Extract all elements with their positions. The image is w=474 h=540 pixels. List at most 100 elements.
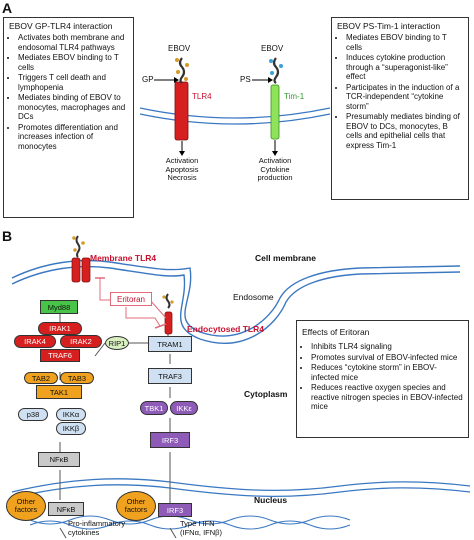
ebov-spike bbox=[270, 71, 274, 75]
cytoplasm-label: Cytoplasm bbox=[244, 389, 288, 399]
output-type-i-ifn: Type I IFN (IFNα, IFNβ) bbox=[180, 519, 222, 537]
ps-pointer-arrowhead bbox=[268, 77, 273, 83]
node-tab3: TAB3 bbox=[60, 372, 94, 384]
ebov-virus-endosome bbox=[165, 293, 171, 309]
node-other-factors-2: Other factors bbox=[116, 491, 156, 521]
arrow-nfkb-output bbox=[59, 527, 67, 539]
ps-tim1-item: Participates in the induction of a TCR-i… bbox=[346, 83, 464, 112]
tim1-label: Tim-1 bbox=[284, 92, 305, 101]
gp-tlr4-item: Promotes differentiation and increases i… bbox=[18, 123, 129, 152]
panel-a-letter: A bbox=[2, 0, 13, 16]
gp-tlr4-title: EBOV GP-TLR4 interaction bbox=[9, 21, 113, 31]
gp-tlr4-item: Mediates binding of EBOV to monocytes, m… bbox=[18, 93, 129, 122]
gp-tlr4-box: EBOV GP-TLR4 interaction Activates both … bbox=[3, 17, 134, 218]
ebov-virus-shape-1 bbox=[178, 57, 186, 84]
node-tak1: TAK1 bbox=[36, 385, 82, 399]
ebov-spike bbox=[81, 241, 85, 245]
node-rip1: RIP1 bbox=[105, 336, 129, 350]
node-irf3-nuclear: IRF3 bbox=[158, 503, 192, 517]
ps-tim1-item: Presumably mediates binding of EBOV to D… bbox=[346, 112, 464, 150]
node-irak2: IRAK2 bbox=[60, 335, 102, 348]
nuclear-membrane-inner bbox=[11, 484, 471, 499]
eritoran-inhibit-bar bbox=[154, 323, 167, 329]
ps-tim1-box: EBOV PS-Tim-1 interaction Mediates EBOV … bbox=[331, 17, 469, 200]
effects-eritoran-item: Reduces reactive oxygen species and reac… bbox=[311, 383, 464, 412]
endosome-label: Endosome bbox=[233, 292, 274, 302]
tim1-outcome-line: Activation bbox=[258, 156, 292, 165]
node-nfkb-nuclear: NFκB bbox=[48, 502, 84, 516]
membrane-tlr4-label: Membrane TLR4 bbox=[90, 253, 157, 263]
gp-tlr4-item: Activates both membrane and endosomal TL… bbox=[18, 33, 129, 52]
ebov-spike bbox=[184, 77, 188, 81]
panel-b-letter: B bbox=[2, 228, 13, 244]
node-traf3: TRAF3 bbox=[148, 368, 192, 384]
output-proinflammatory: Pro-inflammatory cytokines bbox=[68, 519, 126, 537]
panel-a-membrane-inner bbox=[139, 113, 331, 125]
node-tram1: TRAM1 bbox=[148, 336, 192, 352]
tim1-receptor-shape bbox=[270, 84, 280, 140]
tim1-outcome-line: Cytokine bbox=[260, 164, 290, 174]
gp-tlr4-item: Triggers T cell death and lymphopenia bbox=[18, 73, 129, 92]
arrow-rip1-traf6 bbox=[94, 342, 106, 357]
node-traf6: TRAF6 bbox=[40, 349, 80, 362]
cell-membrane-inner bbox=[11, 265, 461, 344]
ebov-spike bbox=[175, 58, 179, 62]
node-myd88: Myd88 bbox=[40, 300, 78, 314]
gp-tlr4-item: Mediates EBOV binding to T cells bbox=[18, 53, 129, 72]
tlr4-outcome: Activation Apoptosis Necrosis bbox=[158, 156, 206, 183]
membrane-tlr4-receptor-a bbox=[71, 257, 81, 283]
node-ikke: IKKε bbox=[170, 401, 198, 415]
nucleus-label: Nucleus bbox=[254, 495, 288, 505]
effects-eritoran-item: Inhibits TLR4 signaling bbox=[311, 342, 464, 352]
membrane-tlr4-receptor-b bbox=[81, 257, 91, 283]
ebov-spike bbox=[73, 248, 77, 252]
node-irf3: IRF3 bbox=[150, 432, 190, 448]
tim1-outcome-line: production bbox=[257, 173, 293, 182]
eritoran-drug-box: Eritoran bbox=[110, 292, 152, 306]
ebov-spike bbox=[269, 59, 273, 63]
tlr4-label: TLR4 bbox=[192, 92, 212, 101]
endocytosed-tlr4-label: Endocytosed TLR4 bbox=[187, 324, 264, 334]
node-tbk1: TBK1 bbox=[140, 401, 168, 415]
ps-tim1-item: Mediates EBOV binding to T cells bbox=[346, 33, 464, 52]
output-line: Type I IFN bbox=[180, 519, 215, 528]
tim1-outcome: Activation Cytokine production bbox=[250, 156, 300, 183]
endocytosed-tlr4-receptor bbox=[164, 311, 173, 335]
node-tab2: TAB2 bbox=[24, 372, 58, 384]
gp-tlr4-list: Activates both membrane and endosomal TL… bbox=[4, 33, 133, 151]
ps-tim1-list: Mediates EBOV binding to T cells Induces… bbox=[332, 33, 468, 150]
effects-eritoran-title: Effects of Eritoran bbox=[302, 327, 370, 337]
dna-strand-2 bbox=[29, 515, 351, 525]
ebov-spike bbox=[170, 300, 174, 304]
eritoran-inhibit-link bbox=[149, 299, 167, 319]
effects-eritoran-box: Effects of Eritoran Inhibits TLR4 signal… bbox=[296, 320, 469, 438]
arrow-irf3-output bbox=[169, 527, 177, 539]
node-p38: p38 bbox=[18, 408, 48, 421]
ebov-virus-membrane bbox=[75, 235, 81, 258]
output-line: cytokines bbox=[68, 527, 100, 537]
effects-eritoran-list: Inhibits TLR4 signaling Promotes surviva… bbox=[297, 342, 468, 412]
panel-a-membrane-outer bbox=[139, 107, 331, 119]
cell-membrane-label: Cell membrane bbox=[255, 253, 316, 263]
cell-membrane-outer bbox=[11, 259, 461, 337]
ebov-label-2: EBOV bbox=[261, 44, 284, 53]
tlr4-outcome-line: Necrosis bbox=[167, 173, 197, 182]
ebov-spike bbox=[176, 70, 180, 74]
output-line: Pro-inflammatory bbox=[68, 519, 126, 528]
ps-label: PS bbox=[240, 75, 251, 84]
node-irak4: IRAK4 bbox=[14, 335, 56, 348]
tlr4-outcome-arrowhead bbox=[179, 151, 185, 156]
ebov-virus-shape-2 bbox=[272, 57, 280, 84]
ebov-spike bbox=[72, 236, 76, 240]
gp-pointer-arrowhead bbox=[174, 77, 179, 83]
effects-eritoran-item: Reduces “cytokine storm” in EBOV-infecte… bbox=[311, 363, 464, 382]
node-irak1: IRAK1 bbox=[38, 322, 82, 335]
effects-eritoran-item: Promotes survival of EBOV-infected mice bbox=[311, 353, 464, 363]
node-ikkb: IKKβ bbox=[56, 422, 86, 435]
tlr4-outcome-line: Activation bbox=[165, 156, 199, 165]
ps-tim1-title: EBOV PS-Tim-1 interaction bbox=[337, 21, 441, 31]
ps-tim1-item: Induces cytokine production through a “s… bbox=[346, 53, 464, 82]
nuclear-membrane-outer bbox=[11, 478, 471, 493]
output-line: (IFNα, IFNβ) bbox=[180, 527, 222, 537]
